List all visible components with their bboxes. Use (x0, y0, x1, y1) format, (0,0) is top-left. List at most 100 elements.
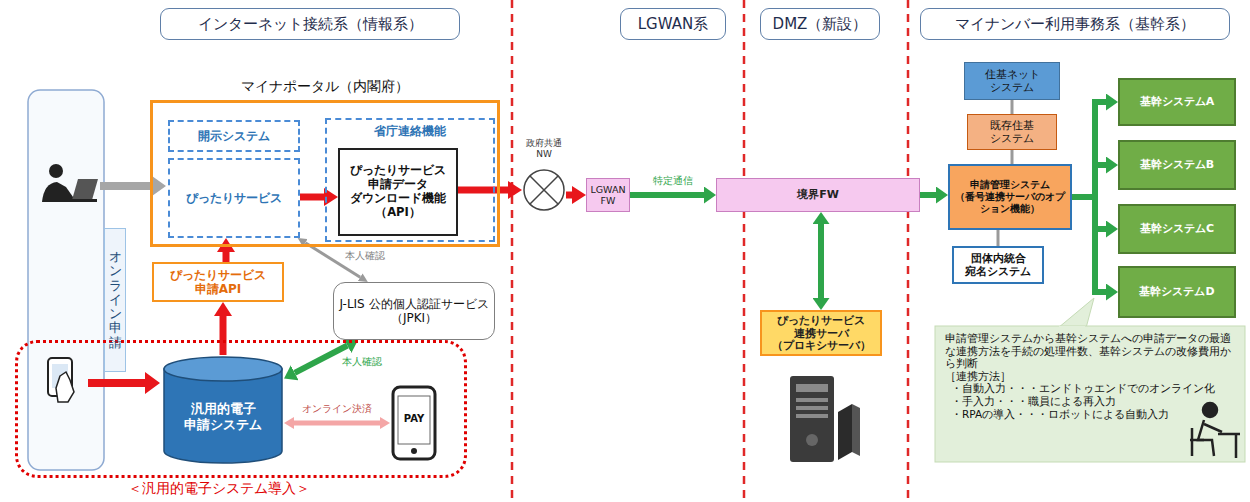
node-text: マイナンバー利用事務系（基幹系） (955, 15, 1195, 33)
edge-label: 特定通信 (651, 175, 695, 187)
firewall-box: LGWAN FW (586, 178, 630, 212)
node-text: 基幹システムB (1140, 158, 1214, 171)
desk-worker-icon (1218, 434, 1240, 458)
zone-divider (743, 0, 746, 502)
connector (1072, 197, 1106, 292)
node-text: 基幹システムD (1139, 285, 1214, 298)
node-text: 境界FW (797, 188, 839, 201)
node-text: ・手入力・・・職員による再入力 (945, 395, 1235, 408)
node-text: インターネット接続系（情報系） (198, 15, 423, 33)
network-symbol (522, 168, 566, 212)
firewall-box: 境界FW (716, 178, 920, 212)
network-symbol (530, 176, 558, 204)
system-box: 団体内統合 宛名システム (952, 246, 1044, 284)
connector (223, 252, 230, 262)
node-text: 既存住基 システム (968, 119, 1056, 145)
node-text: ・自動入力・・・エンドトゥエンドでのオンライン化 (945, 382, 1235, 395)
system-box: 申請管理システム （番号連携サーバのオプション機能） (948, 164, 1072, 230)
network-cloud: 政府共通NW (522, 168, 566, 212)
cylinder-shape (164, 357, 282, 381)
user-panel (28, 90, 104, 470)
portal-region: マイナポータル（内閣府）開示システムぴったりサービス省庁連絡機能ぴったりサービス… (150, 100, 500, 247)
api-box: ぴったりサービス 申請データ ダウンロード機能 （API） (338, 148, 458, 236)
vertical-label: オンライン申請 (104, 228, 126, 372)
node-text: オンライン申請 (109, 250, 122, 350)
desk-worker-icon (1190, 428, 1204, 456)
zone-header: マイナンバー利用事務系（基幹系） (920, 8, 1230, 40)
phone-shape (411, 448, 417, 454)
proxy-server-box: ぴったりサービス 連携サーバ （プロキシサーバ） (760, 310, 882, 356)
node-text: J-LIS 公的個人認証サービス （JPKI） (334, 297, 494, 326)
core-system-box: 基幹システムB (1118, 140, 1236, 190)
node-text: ＜汎用的電子システム導入＞ (128, 480, 310, 497)
apply-arrow (88, 372, 160, 394)
node-text: ［連携方法］ (945, 370, 1235, 383)
edge-label: オンライン決済 (300, 403, 374, 415)
smartphone-icon (56, 372, 74, 402)
node-text: PAY (404, 413, 424, 425)
server-machine-icon (796, 384, 828, 392)
connector (458, 187, 508, 194)
system-box: 開示システム (168, 120, 300, 152)
node-text: LGWAN FW (587, 184, 629, 207)
node-text: 申請管理システムから基幹システムへの申請データの最適な連携方法を手続の処理件数、… (945, 332, 1235, 370)
system-box: 既存住基 システム (967, 114, 1057, 150)
server-machine-icon (838, 404, 852, 460)
connector (1072, 102, 1106, 197)
database-cylinder: 汎用的電子 申請システム (162, 355, 284, 465)
node-text: ぴったりサービス 申請API (154, 268, 282, 297)
connector (818, 224, 824, 298)
connector (300, 194, 324, 201)
phone-shape (393, 387, 435, 459)
desk-worker-icon (1203, 403, 1217, 417)
function-group: 省庁連絡機能ぴったりサービス 申請データ ダウンロード機能 （API） (325, 118, 495, 242)
callout-box (935, 326, 1245, 462)
phone-shape (398, 396, 430, 444)
node-text: 開示システム (198, 129, 270, 143)
zone-header: LGWAN系 (620, 8, 726, 40)
connector (1011, 100, 1014, 114)
pc-user-icon (49, 164, 63, 178)
node-text: 住基ネット システム (965, 68, 1059, 94)
access-arrow (100, 176, 166, 196)
edge-label: 本人確認 (343, 250, 387, 262)
service-box: J-LIS 公的個人認証サービス （JPKI） (333, 282, 495, 340)
server-machine-icon (796, 398, 828, 402)
connector (220, 316, 227, 355)
node-text: DMZ（新設） (773, 15, 868, 33)
connector (1011, 150, 1014, 164)
system-box: ぴったりサービス (168, 158, 300, 238)
callout-pointer (1058, 298, 1094, 328)
node-text: 申請管理システム （番号連携サーバのオプション機能） (952, 179, 1068, 215)
node-text: LGWAN系 (638, 15, 708, 33)
connector (566, 192, 572, 199)
node-text: 省庁連絡機能 (374, 124, 446, 138)
desk-worker-icon (1190, 403, 1240, 458)
node-text: 政府共通NW (524, 138, 564, 160)
server-machine-icon (796, 406, 828, 410)
zone-divider (907, 0, 910, 502)
zone-divider (512, 0, 908, 502)
network-symbol (524, 170, 564, 210)
note-callout: 申請管理システムから基幹システムへの申請データの最適な連携方法を手続の処理件数、… (935, 326, 1245, 462)
zone-header: DMZ（新設） (760, 8, 880, 40)
server-machine-icon (796, 414, 828, 418)
core-system-box: 基幹システムC (1118, 204, 1236, 254)
connector (294, 421, 380, 426)
node-text: 団体内統合 宛名システム (954, 252, 1042, 277)
server-machine-icon (790, 376, 860, 462)
system-box: 住基ネット システム (964, 62, 1060, 100)
node-text: 基幹システムC (1140, 222, 1214, 235)
node-text: ・RPAの導入・・・ロボットによる自動入力 (945, 408, 1235, 421)
connector (1072, 165, 1106, 197)
server-machine-icon (790, 376, 834, 462)
connector (1072, 197, 1106, 229)
server-machine-icon (806, 434, 818, 446)
pc-user-icon (42, 164, 98, 202)
zone-divider (511, 0, 514, 502)
connector (997, 230, 1000, 246)
connector (630, 192, 704, 198)
core-system-box: 基幹システムD (1118, 266, 1236, 318)
node-text: ぴったりサービス 申請データ ダウンロード機能 （API） (342, 164, 454, 219)
